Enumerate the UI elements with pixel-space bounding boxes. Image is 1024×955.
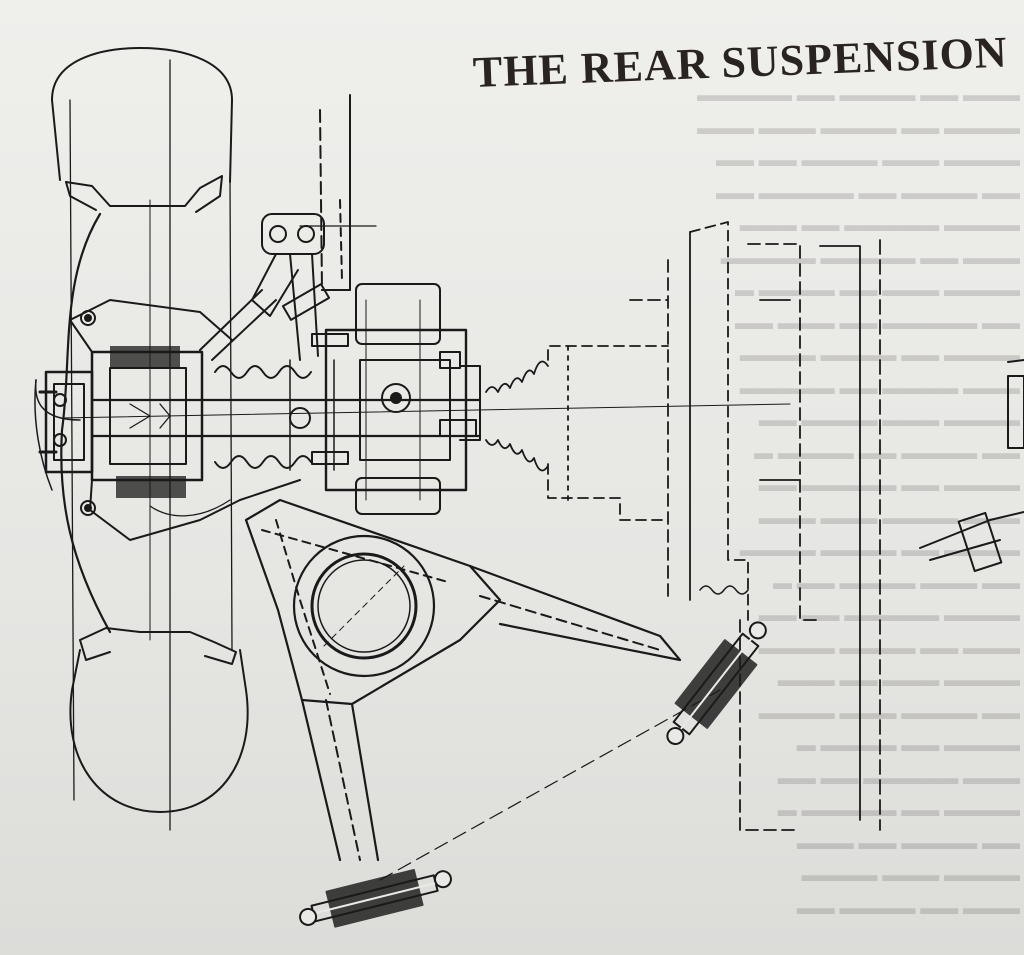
rear-bush-right — [666, 621, 767, 746]
adjacent-figure-partial — [919, 359, 1024, 573]
driveshaft-gaiter — [214, 365, 312, 469]
hub-assembly — [38, 299, 791, 541]
chassis-rail — [319, 94, 351, 291]
lower-wishbone — [244, 498, 721, 881]
tyre-outline — [34, 47, 249, 831]
inboard-gaiter — [485, 221, 881, 831]
rear-bush-lower — [299, 868, 452, 928]
differential-housing — [311, 283, 481, 515]
